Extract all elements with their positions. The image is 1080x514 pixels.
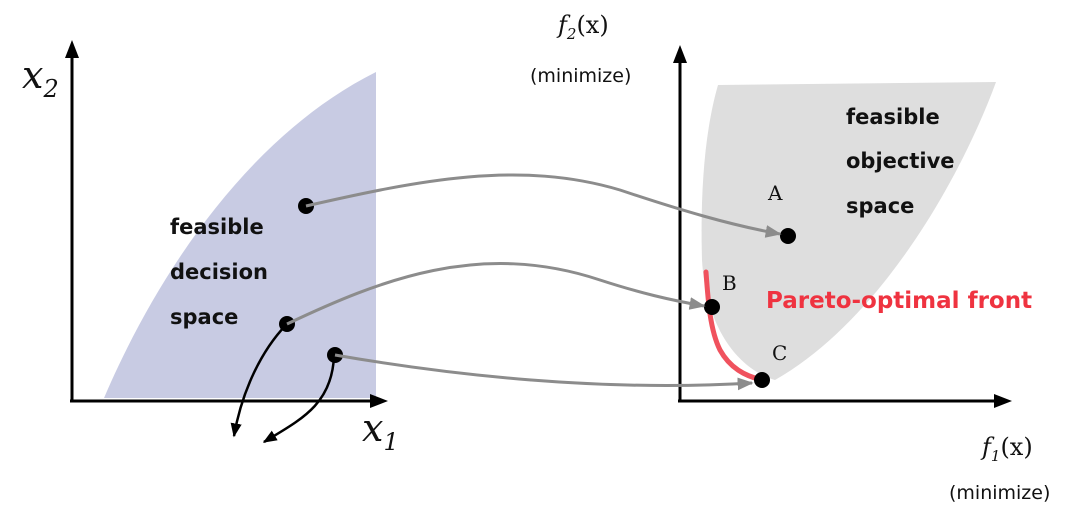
point-b xyxy=(704,299,720,315)
feasible-objective-region xyxy=(701,82,996,380)
x1-axis-label: x1 xyxy=(362,406,399,456)
decision-space-panel: x2 x1 feasible decision space xyxy=(22,40,399,456)
objective-region-label-line-3: space xyxy=(846,194,914,218)
f1-axis-note: (minimize) xyxy=(949,482,1050,504)
mapping-arrow-to-b xyxy=(286,262,706,326)
infeasible-arrow-1 xyxy=(230,324,287,438)
point-c-label: C xyxy=(772,341,787,365)
point-c xyxy=(754,372,770,388)
x2-axis-arrowhead xyxy=(65,40,79,58)
objective-region-label-line-1: feasible xyxy=(846,105,940,129)
objective-region-label-line-2: objective xyxy=(846,149,955,173)
pareto-front-curve xyxy=(703,269,765,383)
f2-axis-arrowhead xyxy=(673,45,687,63)
point-a-label: A xyxy=(767,181,783,205)
mapping-arrow-to-c xyxy=(334,353,754,391)
f1-axis-arrowhead xyxy=(994,394,1012,408)
f1-axis-label: f1(x) xyxy=(980,433,1033,465)
objective-space-panel: f2(x) (minimize) f1(x) (minimize) feasib… xyxy=(530,11,1050,504)
point-a xyxy=(780,228,796,244)
point-b-label: B xyxy=(722,271,737,295)
f2-axis-note: (minimize) xyxy=(530,65,631,87)
infeasible-arrow-2 xyxy=(262,355,336,444)
decision-region-label-line-3: space xyxy=(170,305,238,329)
mapping-arrow-to-a xyxy=(305,173,782,238)
x1-axis-arrowhead xyxy=(370,394,388,408)
mapping-arrows xyxy=(286,173,782,391)
f2-axis-label: f2(x) xyxy=(556,11,609,43)
x2-axis-label: x2 xyxy=(22,53,59,103)
decision-region-label-line-2: decision xyxy=(170,260,268,284)
decision-region-label-line-1: feasible xyxy=(170,215,264,239)
feasible-decision-region xyxy=(104,72,376,398)
pareto-front-label: Pareto-optimal front xyxy=(766,288,1032,314)
